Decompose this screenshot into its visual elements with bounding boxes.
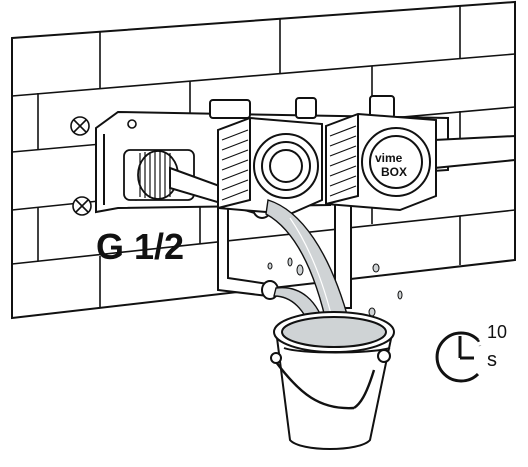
brand-text-top: vime: [375, 151, 403, 165]
timer-value: 10: [487, 322, 508, 342]
timer-unit: s: [487, 349, 497, 371]
bucket: [270, 311, 395, 450]
timer-icon: [435, 331, 482, 383]
valve-box-left: [217, 116, 323, 216]
valve-box-right: [325, 112, 437, 212]
thread-size-label: G 1/2: [96, 226, 185, 267]
brand-text-bottom: BOX: [381, 165, 407, 179]
